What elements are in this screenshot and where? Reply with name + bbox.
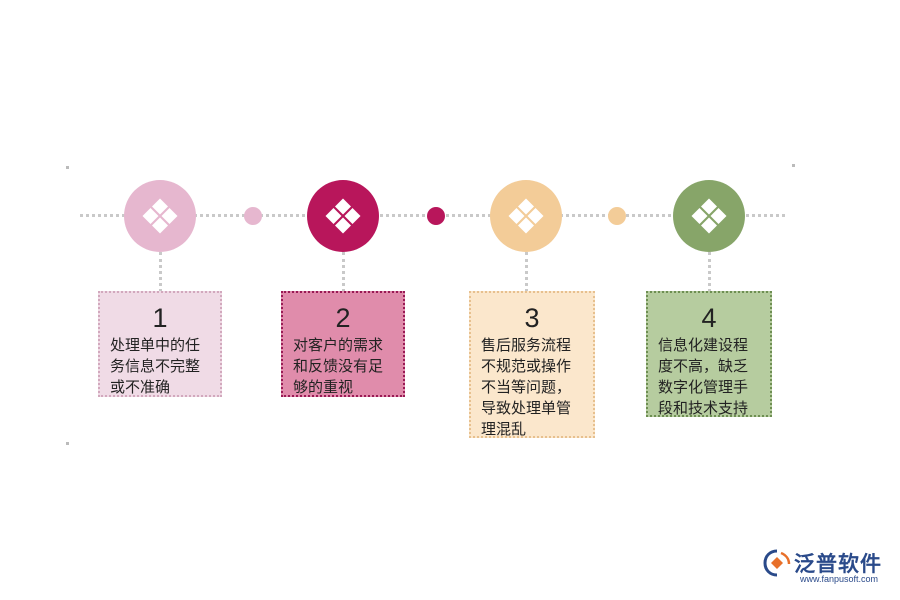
connector-dot bbox=[608, 207, 626, 225]
step-number: 1 bbox=[152, 303, 168, 333]
diamond-shape bbox=[508, 208, 525, 224]
step-3-circle bbox=[490, 180, 562, 252]
diamond-shape bbox=[335, 198, 351, 215]
diamond-shape bbox=[527, 208, 544, 224]
logo-name: 泛普软件 bbox=[794, 552, 882, 576]
connector-dot bbox=[244, 207, 262, 225]
step-3-card: 3 售后服务流程不规范或操作不当等问题，导致处理单管理混乱 bbox=[469, 291, 595, 438]
diamond-shape bbox=[142, 208, 159, 224]
diamond-grid-icon bbox=[691, 198, 727, 234]
step-text: 对客户的需求和反馈没有足够的重视 bbox=[293, 336, 384, 396]
connector-line bbox=[342, 252, 345, 292]
connector-line bbox=[159, 252, 162, 292]
step-4-card: 4 信息化建设程度不高，缺乏数字化管理手段和技术支持 bbox=[646, 291, 772, 417]
diamond-shape bbox=[701, 198, 717, 215]
step-1-circle bbox=[124, 180, 196, 252]
diamond-shape bbox=[325, 208, 342, 224]
logo-url: www.fanpusoft.com bbox=[800, 574, 879, 584]
diamond-shape bbox=[701, 217, 717, 234]
connector-line bbox=[708, 252, 711, 292]
diamond-shape bbox=[152, 198, 168, 215]
diamond-shape bbox=[518, 198, 534, 215]
logo-icon bbox=[763, 549, 791, 577]
corner-mark bbox=[66, 166, 69, 169]
step-number: 4 bbox=[701, 303, 717, 333]
brand-logo: 泛普软件 www.fanpusoft.com bbox=[760, 546, 890, 586]
step-number: 2 bbox=[335, 303, 351, 333]
step-2-card: 2 对客户的需求和反馈没有足够的重视 bbox=[281, 291, 405, 397]
diamond-grid-icon bbox=[325, 198, 361, 234]
step-2-circle bbox=[307, 180, 379, 252]
diamond-grid-icon bbox=[508, 198, 544, 234]
diamond-grid-icon bbox=[142, 198, 178, 234]
corner-mark bbox=[792, 164, 795, 167]
diamond-shape bbox=[691, 208, 708, 224]
step-text: 信息化建设程度不高，缺乏数字化管理手段和技术支持 bbox=[658, 336, 749, 417]
diamond-shape bbox=[518, 217, 534, 234]
connector-line bbox=[525, 252, 528, 292]
step-4-circle bbox=[673, 180, 745, 252]
diamond-shape bbox=[344, 208, 361, 224]
diamond-shape bbox=[152, 217, 168, 234]
diamond-shape bbox=[335, 217, 351, 234]
step-text: 售后服务流程不规范或操作不当等问题，导致处理单管理混乱 bbox=[481, 336, 572, 438]
diamond-shape bbox=[710, 208, 727, 224]
step-number: 3 bbox=[524, 303, 540, 333]
connector-dot bbox=[427, 207, 445, 225]
step-text: 处理单中的任务信息不完整或不准确 bbox=[110, 336, 201, 396]
corner-mark bbox=[66, 442, 69, 445]
diamond-shape bbox=[161, 208, 178, 224]
step-1-card: 1 处理单中的任务信息不完整或不准确 bbox=[98, 291, 222, 397]
